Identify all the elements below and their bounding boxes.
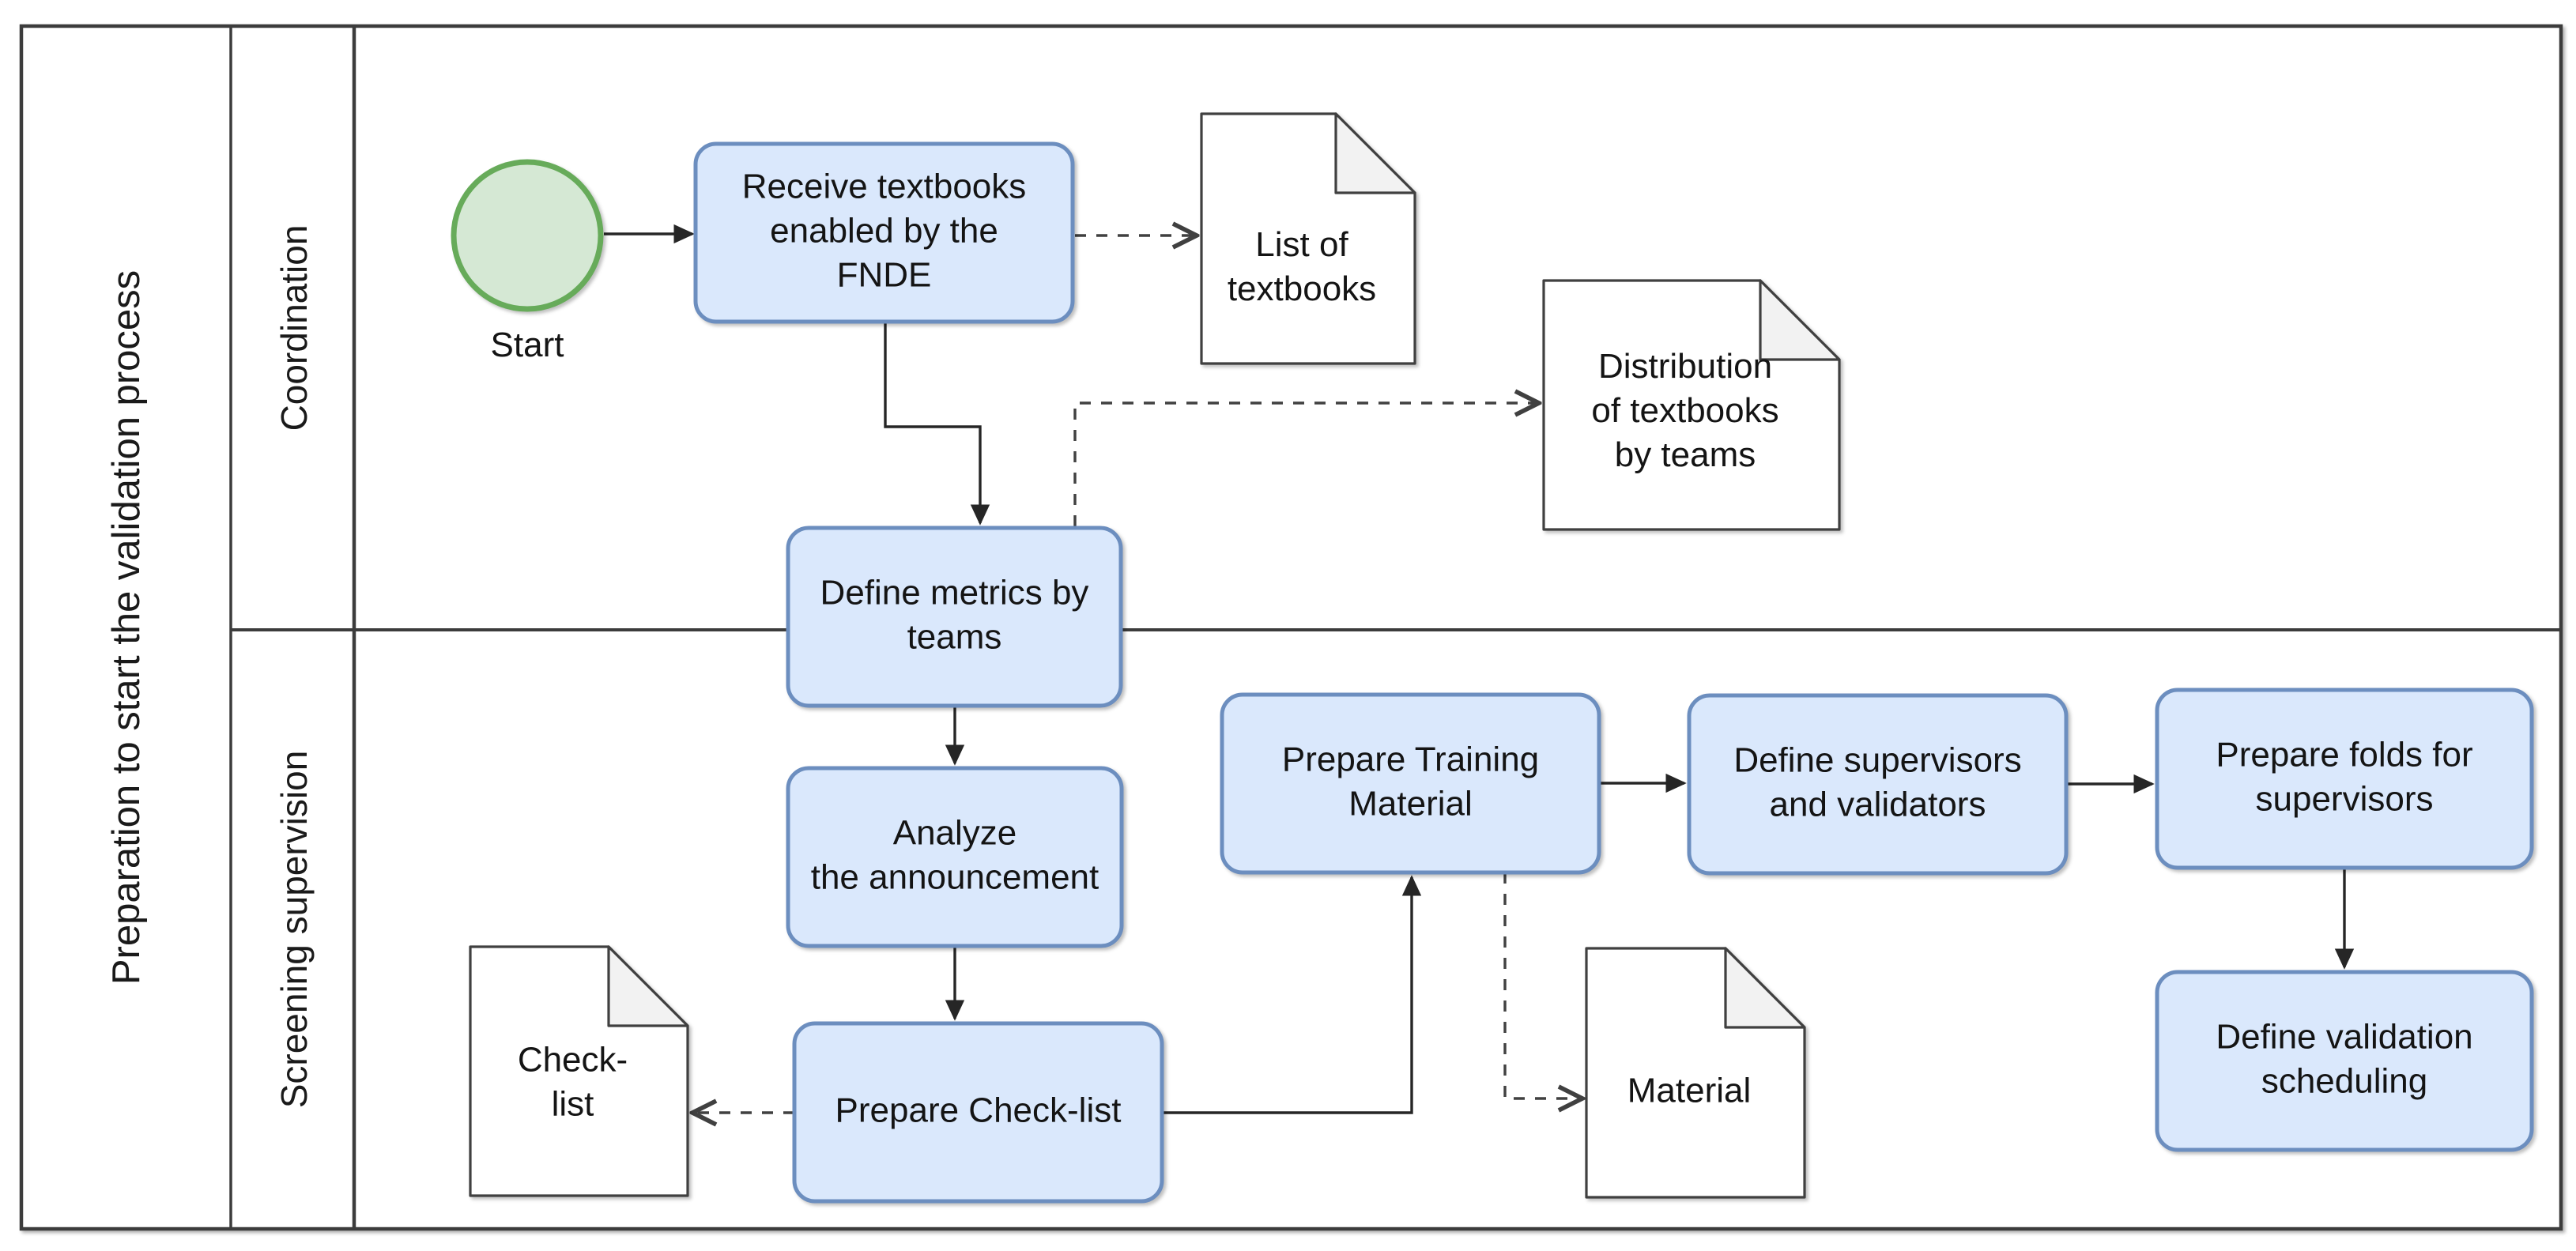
- data-association-metrics-to-distribution: [1073, 403, 1537, 526]
- task-define-metrics: [786, 526, 1123, 708]
- document-check-list: [469, 945, 689, 1197]
- document-material-fold-corner: [1724, 947, 1806, 1029]
- task-prepare-training-material: [1220, 692, 1601, 875]
- sequence-flow-receive-to-metrics: [884, 322, 990, 526]
- task-define-supervisors-validators: [1687, 693, 2069, 876]
- lane-label-screening-supervision: Screening supervision: [273, 750, 315, 1109]
- document-list-of-textbooks: [1200, 112, 1416, 365]
- document-material: [1585, 947, 1806, 1199]
- sequence-flow-checklist-to-training: [1162, 875, 1422, 1114]
- document-check-list-label: Check-list: [518, 1040, 628, 1123]
- task-define-validation-scheduling: [2155, 970, 2534, 1152]
- task-analyze-announcement: [786, 766, 1124, 948]
- start-event: [451, 159, 604, 312]
- task-prepare-check-list: [792, 1021, 1164, 1204]
- document-material-label: Material: [1627, 1071, 1752, 1110]
- task-prepare-folds-supervisors: [2155, 688, 2534, 870]
- document-check-list-fold-corner: [607, 945, 689, 1027]
- lane-label-coordination: Coordination: [273, 224, 315, 431]
- task-receive-textbooks: [693, 141, 1075, 324]
- pool-title: Preparation to start the validation proc…: [105, 269, 148, 985]
- document-list-of-textbooks-fold-corner: [1334, 112, 1416, 194]
- document-distribution-of-textbooks: [1542, 279, 1841, 531]
- document-distribution-of-textbooks-fold-corner: [1759, 279, 1841, 361]
- task-prepare-check-list-label: Prepare Check-list: [835, 1091, 1122, 1129]
- start-event-label: Start: [491, 326, 564, 364]
